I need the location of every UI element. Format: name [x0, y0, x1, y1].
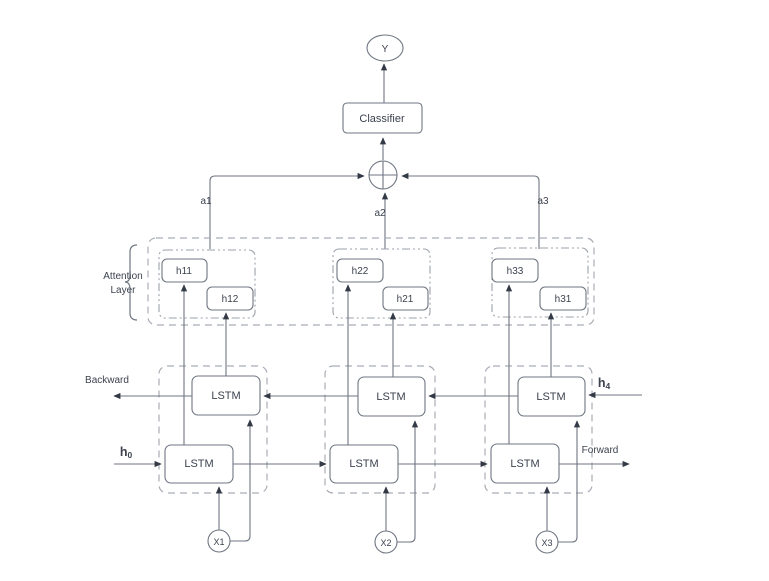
a3-connector — [401, 172, 540, 249]
a2-label: a2 — [374, 208, 386, 219]
h0-label: h0 — [120, 445, 133, 460]
h31-label: h31 — [555, 294, 572, 305]
attention-layer-label-line2: Layer — [110, 285, 136, 296]
sum-node-icon — [368, 160, 398, 190]
a1-connector — [209, 172, 365, 249]
h22-box — [336, 258, 384, 283]
lstm-column-3-box — [484, 365, 593, 494]
backward-lstm-2-label: LSTM — [376, 391, 405, 403]
h21-box — [382, 286, 429, 311]
backward-lstm-1-label: LSTM — [211, 390, 240, 402]
h33-box — [491, 258, 539, 283]
lstm-column-2-box — [324, 365, 436, 494]
classifier-label: Classifier — [359, 113, 405, 125]
attention-layer-label-line1: Attention — [103, 271, 142, 282]
h33-label: h33 — [507, 266, 524, 277]
h21-label: h21 — [397, 294, 414, 305]
input-x3-label: X3 — [541, 538, 552, 548]
h12-box — [206, 286, 254, 311]
input-x1-label: X1 — [213, 537, 224, 547]
attention-brace-icon — [124, 244, 138, 321]
h4-label: h4 — [598, 376, 611, 391]
attention-group-3-box — [491, 247, 589, 318]
output-node-label: Y — [382, 44, 389, 55]
x1-to-backward1-arrow — [230, 419, 254, 542]
forward-direction-label: Forward — [582, 445, 619, 456]
output-node — [366, 34, 404, 62]
backward-lstm-3-label: LSTM — [536, 391, 565, 403]
x3-to-backward3-arrow — [558, 420, 581, 543]
input-x2-label: X2 — [380, 538, 391, 548]
h31-box — [539, 286, 587, 311]
a1-label: a1 — [200, 196, 212, 207]
attention-group-2-box — [332, 248, 431, 319]
forward-lstm-2-label: LSTM — [349, 458, 378, 470]
attention-group-1-box — [158, 249, 256, 319]
h11-box — [161, 258, 208, 283]
classifier-box — [342, 102, 423, 134]
forward-lstm-3-label: LSTM — [510, 458, 539, 470]
a3-label: a3 — [537, 196, 549, 207]
h11-label: h11 — [176, 266, 192, 277]
forward-lstm-1-label: LSTM — [184, 458, 213, 470]
h12-label: h12 — [222, 294, 239, 305]
x2-to-backward2-arrow — [397, 420, 419, 543]
h22-label: h22 — [352, 266, 369, 277]
backward-direction-label: Backward — [85, 375, 129, 386]
lstm-column-1-box — [158, 365, 268, 494]
